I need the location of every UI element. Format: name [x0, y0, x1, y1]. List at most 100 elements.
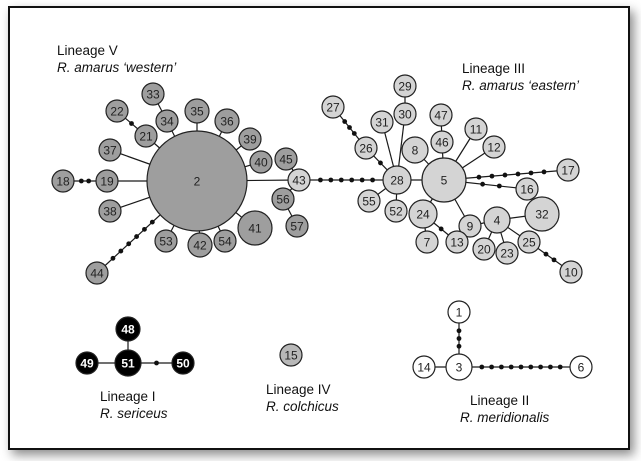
haplotype-circle — [421, 157, 467, 203]
haplotype-circle — [569, 355, 593, 379]
haplotype-circle — [408, 199, 438, 229]
haplotype-node-47: 47 — [429, 103, 453, 127]
haplotype-node-11: 11 — [464, 117, 488, 141]
median-vector-dot — [370, 177, 375, 183]
haplotype-node-41: 41 — [237, 210, 273, 246]
haplotype-node-30: 30 — [393, 102, 417, 126]
median-vector-dot — [528, 364, 534, 370]
median-vector-dot — [543, 251, 549, 257]
haplotype-label: 5 — [441, 174, 448, 188]
haplotype-circle — [214, 108, 240, 134]
median-vector-dot — [349, 177, 355, 183]
haplotype-node-3: 3 — [445, 353, 473, 381]
haplotype-label: 3 — [456, 361, 463, 375]
haplotype-node-9: 9 — [458, 214, 482, 238]
lineage-i-label: Lineage I — [100, 389, 156, 404]
haplotype-node-43: 43 — [287, 168, 311, 192]
haplotype-circle — [287, 168, 311, 192]
haplotype-node-31: 31 — [370, 110, 394, 134]
haplotype-label: 11 — [470, 123, 483, 137]
median-vector-dot — [499, 364, 504, 370]
haplotype-circle — [447, 300, 471, 324]
haplotype-label: 19 — [100, 175, 114, 189]
haplotype-circle — [464, 117, 488, 141]
median-vector-dot — [489, 364, 494, 370]
median-vector-dot — [318, 177, 323, 183]
haplotype-label: 27 — [326, 101, 340, 115]
haplotype-circle — [98, 199, 122, 223]
haplotype-label: 15 — [284, 349, 298, 363]
median-vector-dot — [551, 257, 557, 263]
haplotype-label: 54 — [218, 235, 232, 249]
median-vector-dot — [328, 177, 334, 183]
lineage-ii-label: Lineage II — [470, 393, 529, 408]
haplotype-circle — [274, 147, 298, 171]
median-vector-dot — [126, 241, 132, 247]
haplotype-node-34: 34 — [155, 109, 179, 133]
median-vector-dot — [479, 364, 485, 370]
haplotype-node-53: 53 — [154, 229, 178, 253]
median-vector-dot — [508, 364, 514, 370]
lineage-v-species: R. amarus ‘western’ — [57, 60, 177, 75]
haplotype-node-55: 55 — [357, 189, 381, 213]
haplotype-circle — [458, 214, 482, 238]
haplotype-circle — [559, 260, 583, 284]
haplotype-node-54: 54 — [213, 229, 237, 253]
haplotype-label: 25 — [522, 236, 536, 250]
lineage-v-label: Lineage V — [57, 43, 118, 58]
haplotype-circle — [357, 189, 381, 213]
haplotype-node-5: 5 — [421, 157, 467, 203]
haplotype-node-49: 49 — [75, 351, 99, 375]
haplotype-label: 50 — [176, 357, 190, 371]
haplotype-label: 26 — [359, 142, 373, 156]
haplotype-circle — [141, 82, 165, 106]
haplotype-label: 55 — [362, 195, 376, 209]
haplotype-node-46: 46 — [430, 130, 454, 154]
haplotype-node-40: 40 — [249, 150, 273, 174]
haplotype-node-33: 33 — [141, 82, 165, 106]
haplotype-label: 16 — [520, 183, 534, 197]
figure-frame — [8, 6, 630, 450]
haplotype-node-25: 25 — [517, 230, 541, 254]
haplotype-node-13: 13 — [445, 230, 469, 254]
median-vector-dot — [110, 255, 116, 261]
haplotype-node-28: 28 — [382, 165, 412, 195]
haplotype-node-6: 6 — [569, 355, 593, 379]
haplotype-label: 29 — [398, 80, 412, 94]
median-vector-dot — [528, 170, 534, 176]
haplotype-label: 53 — [159, 235, 173, 249]
haplotype-label: 4 — [494, 214, 501, 228]
haplotype-node-17: 17 — [556, 158, 580, 182]
haplotype-label: 36 — [220, 115, 234, 129]
median-vector-dot — [129, 121, 134, 126]
haplotype-label: 42 — [193, 239, 207, 253]
haplotype-circle — [556, 158, 580, 182]
median-vector-dot — [557, 364, 563, 370]
haplotype-circle — [524, 196, 560, 232]
haplotype-node-26: 26 — [354, 136, 378, 160]
haplotype-label: 17 — [561, 164, 575, 178]
haplotype-node-14: 14 — [412, 355, 436, 379]
median-vector-dot — [359, 177, 365, 183]
median-vector-dot — [538, 364, 543, 370]
haplotype-circle — [382, 165, 412, 195]
haplotype-node-44: 44 — [85, 261, 109, 285]
haplotype-node-7: 7 — [415, 230, 439, 254]
lineage-iii-label: Lineage III — [462, 61, 525, 76]
haplotype-circle — [285, 214, 309, 238]
haplotype-circle — [237, 210, 273, 246]
median-vector-dot — [456, 343, 462, 349]
median-vector-dot — [118, 248, 124, 254]
haplotype-label: 32 — [535, 208, 549, 222]
haplotype-circle — [95, 169, 119, 193]
haplotype-node-45: 45 — [274, 147, 298, 171]
haplotype-circle — [184, 98, 210, 124]
haplotype-circle — [114, 349, 142, 377]
haplotype-node-24: 24 — [408, 199, 438, 229]
haplotype-node-21: 21 — [134, 124, 158, 148]
haplotype-node-50: 50 — [171, 351, 195, 375]
haplotype-circle — [430, 130, 454, 154]
median-vector-dot — [134, 234, 139, 239]
